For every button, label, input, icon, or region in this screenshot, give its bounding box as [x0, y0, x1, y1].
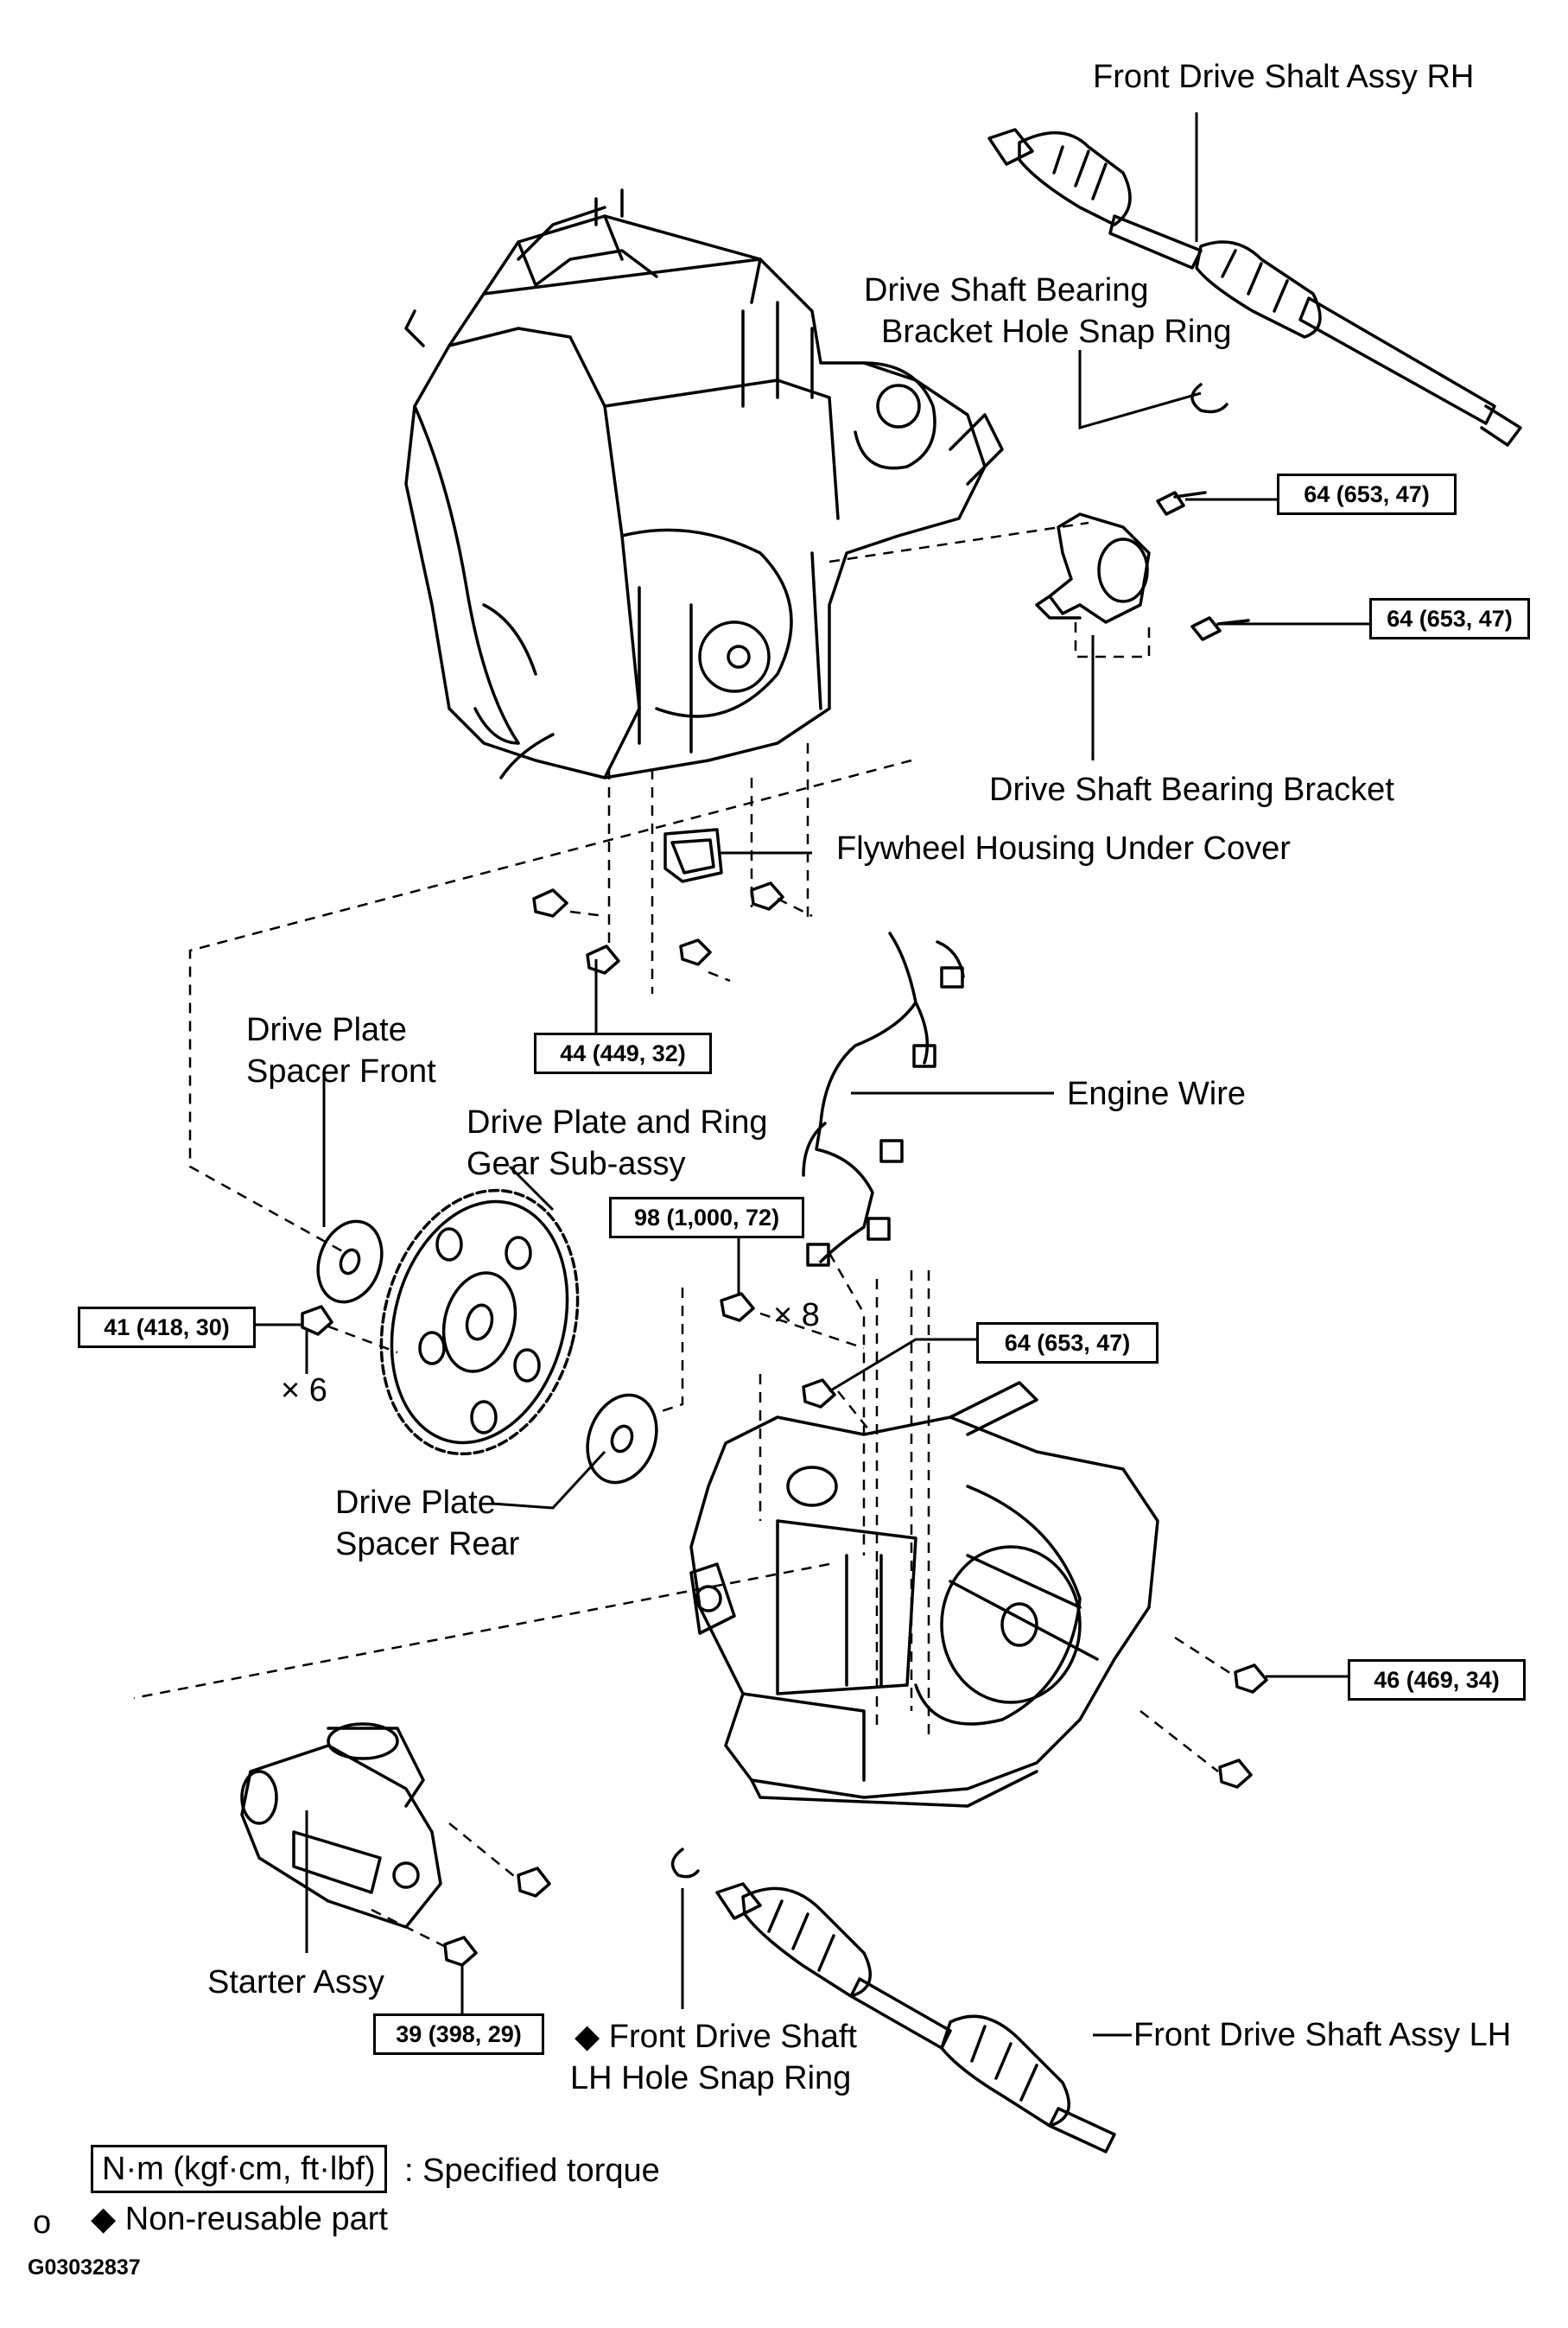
torque-starter-bolt: 39 (398, 29): [373, 2013, 544, 2055]
front-drive-shaft-lh-drawing: [715, 1882, 1116, 2153]
label-flywheel-cover: Flywheel Housing Under Cover: [836, 830, 1291, 867]
torque-trans-bolt: 98 (1,000, 72): [609, 1197, 804, 1238]
cover-bolt-4-drawing: [750, 881, 784, 911]
cover-bolt-3-drawing: [679, 938, 712, 966]
bracket-bolt-top-drawing: [1156, 491, 1207, 516]
label-spacer-rear-line1: Drive Plate: [335, 1485, 496, 1521]
trans-bolt-drawing: [720, 1292, 755, 1322]
torque-bracket-bottom: 64 (653, 47): [1369, 598, 1530, 639]
bracket-bolt-bottom-drawing: [1190, 616, 1250, 641]
label-snap-ring-bracket-line2: Bracket Hole Snap Ring: [881, 314, 1232, 350]
label-lh-snap-ring-line2: LH Hole Snap Ring: [570, 2060, 852, 2096]
front-drive-shaft-rh-drawing: [987, 128, 1522, 447]
legend-nonreusable-text: ◆ Non-reusable part: [91, 2201, 388, 2237]
label-lh-snap-ring-line1: ◆ Front Drive Shaft: [575, 2019, 857, 2055]
label-spacer-rear-line2: Spacer Rear: [335, 1526, 520, 1562]
torque-trans-right: 46 (469, 34): [1348, 1659, 1526, 1701]
torque-plate-bolt: 41 (418, 30): [78, 1307, 256, 1348]
engine-assembly-drawing: [404, 188, 1004, 779]
label-snap-ring-bracket-line1: Drive Shaft Bearing: [864, 272, 1149, 308]
label-bearing-bracket: Drive Shaft Bearing Bracket: [989, 772, 1394, 808]
label-ring-gear-line2: Gear Sub-assy: [467, 1146, 686, 1182]
starter-bolt-lower-drawing: [443, 1936, 478, 1967]
label-qty-8: × 8: [773, 1297, 820, 1333]
label-spacer-front-line2: Spacer Front: [246, 1053, 436, 1090]
ring-gear-drawing: [379, 1188, 580, 1456]
flywheel-cover-drawing: [663, 828, 723, 883]
transaxle-drawing: [689, 1381, 1159, 1808]
legend-torque-unit-box: N·m (kgf·cm, ft·lbf): [91, 2145, 387, 2193]
label-front-drive-shaft-lh: Front Drive Shaft Assy LH: [1133, 2017, 1512, 2053]
cover-bolt-1-drawing: [532, 888, 568, 918]
starter-drawing: [240, 1722, 442, 1929]
label-starter: Starter Assy: [207, 1964, 384, 2000]
trans-lower-bolt-drawing: [1218, 1759, 1253, 1789]
spacer-rear-drawing: [586, 1393, 658, 1485]
plate-bolt-drawing: [301, 1305, 333, 1336]
label-front-drive-shaft-rh: Front Drive Shalt Assy RH: [1093, 59, 1475, 95]
legend-side-mark: o: [33, 2204, 52, 2241]
wire-bolt-drawing: [802, 1378, 836, 1409]
cover-bolt-2-drawing: [586, 945, 620, 975]
engine-wire-drawing: [802, 932, 965, 1267]
label-engine-wire: Engine Wire: [1067, 1076, 1246, 1112]
trans-right-bolt-drawing: [1234, 1663, 1268, 1694]
alignment-lines: [133, 521, 1236, 1950]
torque-bracket-top: 64 (653, 47): [1277, 474, 1457, 515]
spacer-front-drawing: [316, 1219, 384, 1304]
lh-snap-ring-drawing: [670, 1848, 700, 1879]
legend-torque-text: : Specified torque: [404, 2153, 660, 2189]
starter-bolt-upper-drawing: [517, 1867, 551, 1898]
torque-cover-bolt: 44 (449, 32): [534, 1033, 712, 1074]
torque-wire-bolt: 64 (653, 47): [976, 1322, 1159, 1364]
label-ring-gear-line1: Drive Plate and Ring: [467, 1104, 768, 1141]
label-qty-6: × 6: [281, 1372, 327, 1409]
rh-snap-ring-drawing: [1190, 383, 1228, 414]
bearing-bracket-drawing: [1035, 512, 1151, 624]
label-spacer-front-line1: Drive Plate: [246, 1012, 407, 1048]
figure-id: G03032837: [28, 2255, 141, 2280]
leader-lines: [251, 112, 1369, 2037]
